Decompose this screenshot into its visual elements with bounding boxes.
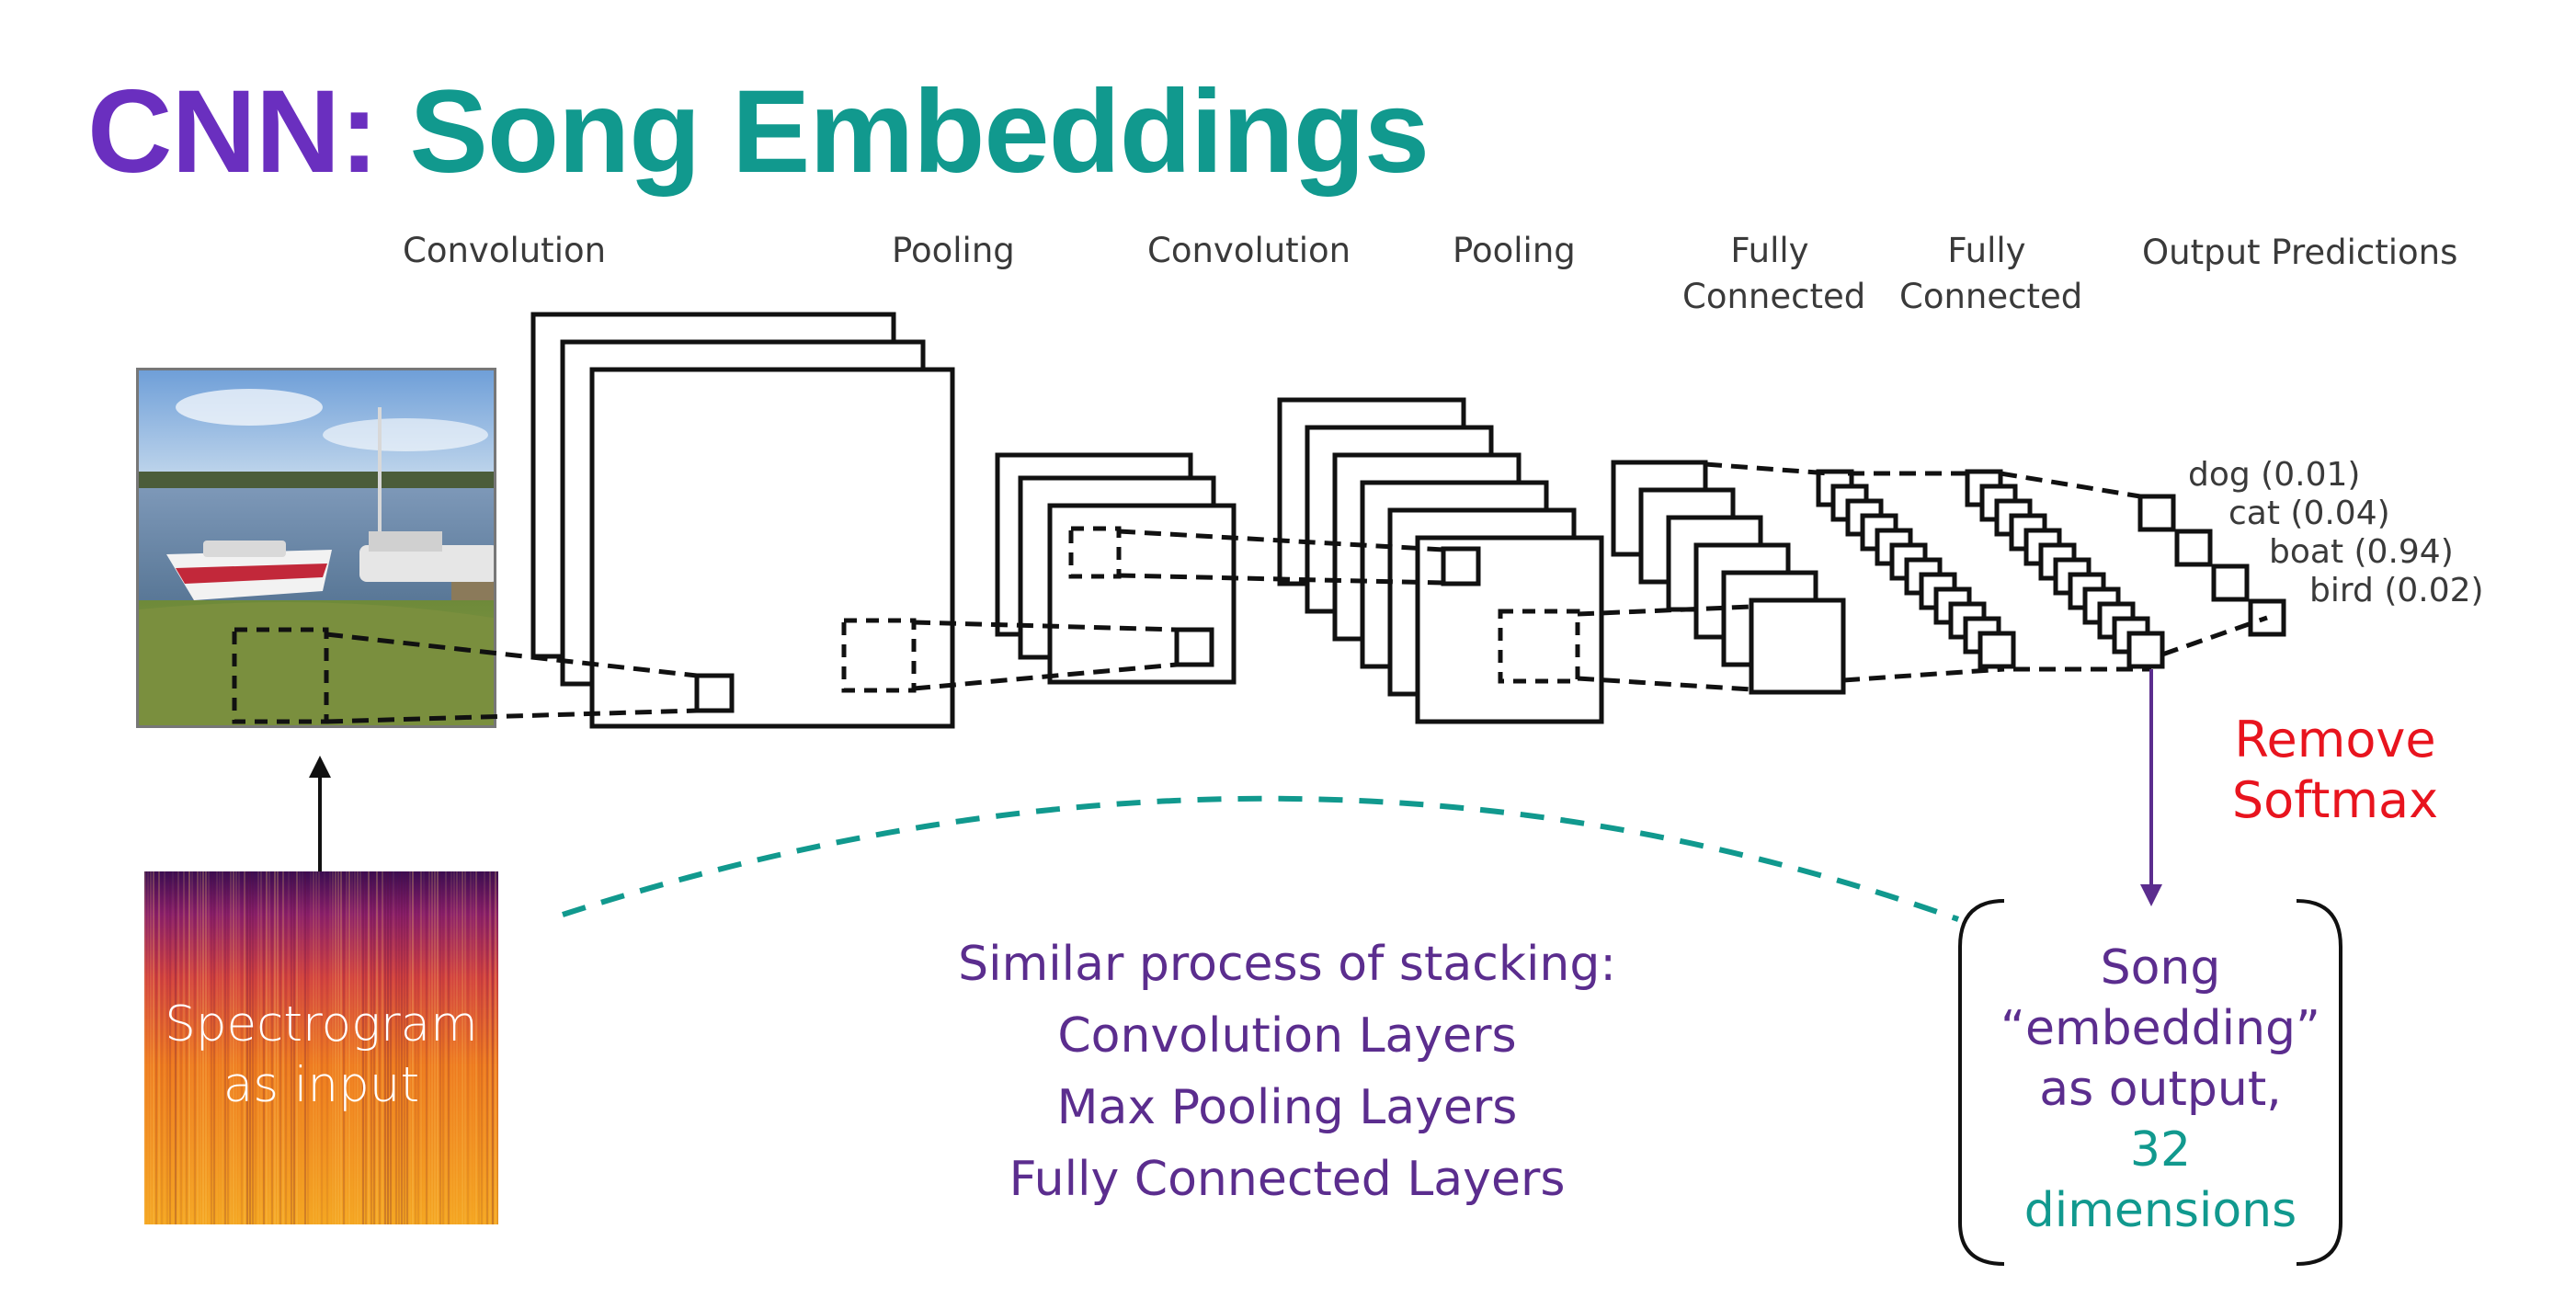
label-convolution-2: Convolution: [1147, 231, 1351, 270]
remove-softmax-note: Remove Softmax: [2206, 710, 2464, 831]
title-cnn: CNN:: [87, 66, 379, 198]
song-embedding-output: Song “embedding” as output, 32 dimension…: [1977, 938, 2344, 1241]
embedding-line4: 32: [2129, 1122, 2192, 1178]
label-fully-connected-1-line2: Connected: [1682, 277, 1866, 316]
remove-softmax-line2: Softmax: [2231, 771, 2439, 829]
spectrogram-label-line1: Spectrogram: [165, 996, 478, 1053]
output-neurons: [2137, 494, 2286, 637]
similar-process-item-conv: Convolution Layers: [1057, 1008, 1517, 1064]
similarity-arc: [562, 795, 1960, 922]
similar-process-item-fc: Fully Connected Layers: [1009, 1152, 1566, 1207]
label-fully-connected-1-line1: Fully: [1730, 231, 1809, 270]
embedding-line1: Song: [2100, 940, 2221, 996]
embedding-line3: as output,: [2039, 1062, 2282, 1117]
label-fully-connected-2-line1: Fully: [1947, 231, 2026, 270]
input-photo-boat: [136, 368, 496, 728]
slide-title: CNN: Song Embeddings: [87, 64, 1430, 199]
fc1-neurons: [1816, 469, 2016, 669]
label-output-predictions: Output Predictions: [2142, 233, 2458, 272]
similar-process-heading: Similar process of stacking:: [958, 937, 1616, 992]
prediction-dog: dog (0.01): [2188, 456, 2361, 494]
spectrogram-label: Spectrogram as input: [144, 995, 498, 1116]
spectrogram-texture: [144, 871, 498, 1224]
similar-process-text: Similar process of stacking: Convolution…: [827, 928, 1747, 1215]
fc2-neurons: [1965, 469, 2165, 669]
spectrogram-label-line2: as input: [222, 1057, 420, 1113]
prediction-boat: boat (0.94): [2269, 533, 2454, 571]
label-fully-connected-2: Fully Connected: [1899, 228, 2083, 320]
similar-process-item-pool: Max Pooling Layers: [1056, 1080, 1518, 1135]
prediction-cat: cat (0.04): [2228, 495, 2390, 532]
embedding-line2: “embedding”: [2000, 1001, 2320, 1056]
remove-softmax-line1: Remove: [2234, 711, 2436, 768]
label-fully-connected-2-line2: Connected: [1899, 277, 2083, 316]
embedding-line5: dimensions: [2023, 1183, 2297, 1238]
conv2-map-6: [1415, 535, 1604, 724]
label-pooling-2: Pooling: [1453, 231, 1576, 270]
spectrogram-image: [144, 871, 498, 1224]
pool2-map-6: [1749, 598, 1846, 695]
label-pooling-1: Pooling: [892, 231, 1015, 270]
label-convolution-1: Convolution: [403, 231, 607, 270]
pool1-map-3: [1047, 503, 1237, 685]
label-fully-connected-1: Fully Connected: [1682, 228, 1866, 320]
title-song-embeddings: Song Embeddings: [409, 66, 1430, 198]
conv1-map-3: [589, 367, 955, 729]
prediction-bird: bird (0.02): [2309, 572, 2484, 609]
